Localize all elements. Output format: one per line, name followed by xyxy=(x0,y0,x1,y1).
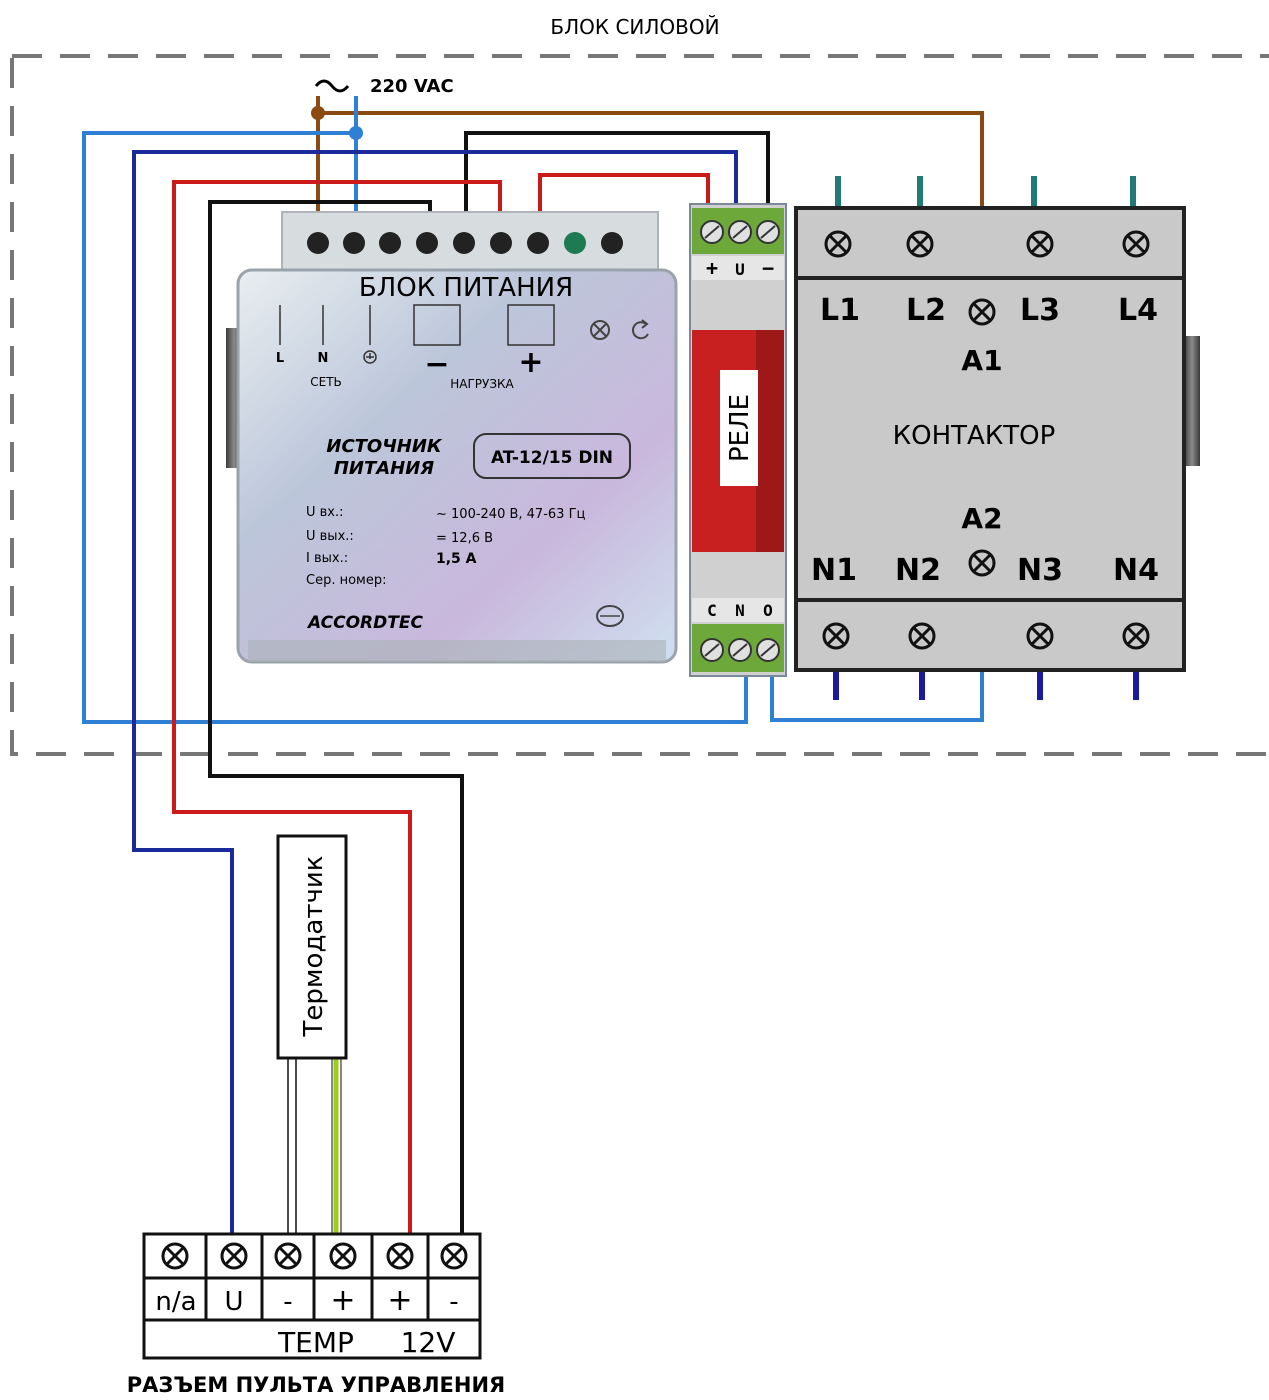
psu-name-line2: ПИТАНИЯ xyxy=(334,458,434,479)
psu-terminal-row xyxy=(307,232,623,254)
control-connector: n/a U - + + - TEMP 12V xyxy=(142,1232,482,1360)
connector-terminals xyxy=(161,1242,468,1270)
svg-text:+: + xyxy=(518,345,543,380)
contactor-label-l4: L4 xyxy=(1118,293,1158,328)
mains-symbol: 220 VAC xyxy=(314,76,454,97)
din-rail-right xyxy=(1184,336,1200,466)
connector-pin-4: + xyxy=(330,1283,355,1318)
connector-pin-1: n/a xyxy=(155,1287,196,1317)
svg-text:U вх.:: U вх.: xyxy=(306,505,344,520)
connector-pin-2: U xyxy=(224,1287,243,1317)
contactor-top-terminals xyxy=(824,230,1150,258)
coil-a1-label: A1 xyxy=(961,344,1002,377)
relay-title: РЕЛЕ xyxy=(725,394,755,462)
wire-blue-relay-c xyxy=(82,131,748,724)
svg-text:U вых.:: U вых.: xyxy=(306,529,354,544)
contactor-label-l2: L2 xyxy=(906,293,946,328)
contactor-label-n2: N2 xyxy=(895,553,941,588)
psu-title: БЛОК ПИТАНИЯ xyxy=(359,273,573,303)
contactor-label-n3: N3 xyxy=(1017,553,1063,588)
psu-name-line1: ИСТОЧНИК xyxy=(326,436,443,457)
wire-red-12v xyxy=(172,180,502,1234)
sensor-title: Термодатчик xyxy=(299,856,329,1038)
svg-text:СЕТЬ: СЕТЬ xyxy=(310,375,342,389)
contactor-bottom-terminals xyxy=(822,622,1150,650)
psu-indicator-icon xyxy=(590,320,610,340)
connector-pin-5: + xyxy=(387,1283,412,1318)
svg-text:220 VAC: 220 VAC xyxy=(370,76,454,97)
relay-bottom-terminals xyxy=(700,638,780,662)
ground-symbol xyxy=(363,350,377,364)
psu-adjust-icon xyxy=(631,319,649,340)
relay-bottom-terminal-2: N xyxy=(735,601,745,620)
wire-darkblue-u xyxy=(132,150,738,1234)
relay: + U − РЕЛЕ C N O xyxy=(689,203,787,677)
svg-text:НАГРУЗКА: НАГРУЗКА xyxy=(450,377,514,391)
connector-pin-3: - xyxy=(283,1287,292,1317)
wire-black-psu-neg xyxy=(464,131,770,212)
coil-a2-label: A2 xyxy=(961,502,1002,535)
connector-caption: РАЗЪЕМ ПУЛЬТА УПРАВЛЕНИЯ xyxy=(127,1373,505,1397)
contactor: L1 L2 L3 L4 A1 КОНТАКТОР A2 N1 N2 N3 N4 xyxy=(794,176,1186,700)
temperature-sensor: Термодатчик xyxy=(276,834,348,1234)
relay-bottom-terminal-3: O xyxy=(763,601,773,620)
contactor-top-leads xyxy=(835,176,1136,208)
wire-black-12v xyxy=(208,200,464,1234)
mains-node-l xyxy=(311,106,325,120)
certification-mark-icon xyxy=(596,605,624,627)
mains-node-n xyxy=(349,126,363,140)
coil-terminal-a1 xyxy=(968,298,996,326)
svg-text:1,5 А: 1,5 А xyxy=(436,551,477,567)
power-supply-unit: БЛОК ПИТАНИЯ L N СЕТЬ − + НАГРУЗКА ИСТОЧ… xyxy=(236,211,678,664)
wire-red-psu-pos xyxy=(538,173,710,212)
connector-group-temp: TEMP xyxy=(277,1326,354,1359)
coil-terminal-a2 xyxy=(968,549,996,577)
relay-top-terminal-2: U xyxy=(735,260,745,279)
relay-bottom-terminal-1: C xyxy=(707,601,717,620)
contactor-label-n1: N1 xyxy=(811,553,857,588)
connector-group-12v: 12V xyxy=(401,1326,456,1359)
contactor-label-l1: L1 xyxy=(820,293,860,328)
psu-model: AT-12/15 DIN xyxy=(491,448,613,468)
contactor-label-l3: L3 xyxy=(1020,293,1060,328)
svg-text:~ 100-240 В, 47-63 Гц: ~ 100-240 В, 47-63 Гц xyxy=(436,507,585,522)
svg-text:I вых.:: I вых.: xyxy=(306,551,348,566)
relay-top-terminal-3: − xyxy=(762,256,774,280)
contactor-bottom-leads xyxy=(833,670,1139,700)
svg-text:N: N xyxy=(318,351,329,366)
contactor-label-n4: N4 xyxy=(1113,553,1159,588)
svg-text:L: L xyxy=(276,351,284,366)
power-block-frame xyxy=(10,54,1269,756)
svg-text:Сер. номер:: Сер. номер: xyxy=(306,573,386,588)
power-block-title: БЛОК СИЛОВОЙ xyxy=(550,15,719,39)
svg-text:−: − xyxy=(424,347,449,382)
contactor-title: КОНТАКТОР xyxy=(893,421,1056,451)
psu-brand: ACCORDTEC xyxy=(306,613,423,633)
connector-pin-6: - xyxy=(449,1287,458,1317)
svg-text:= 12,6 В: = 12,6 В xyxy=(436,531,493,546)
relay-top-terminal-1: + xyxy=(706,256,718,280)
relay-top-terminals xyxy=(700,220,780,244)
